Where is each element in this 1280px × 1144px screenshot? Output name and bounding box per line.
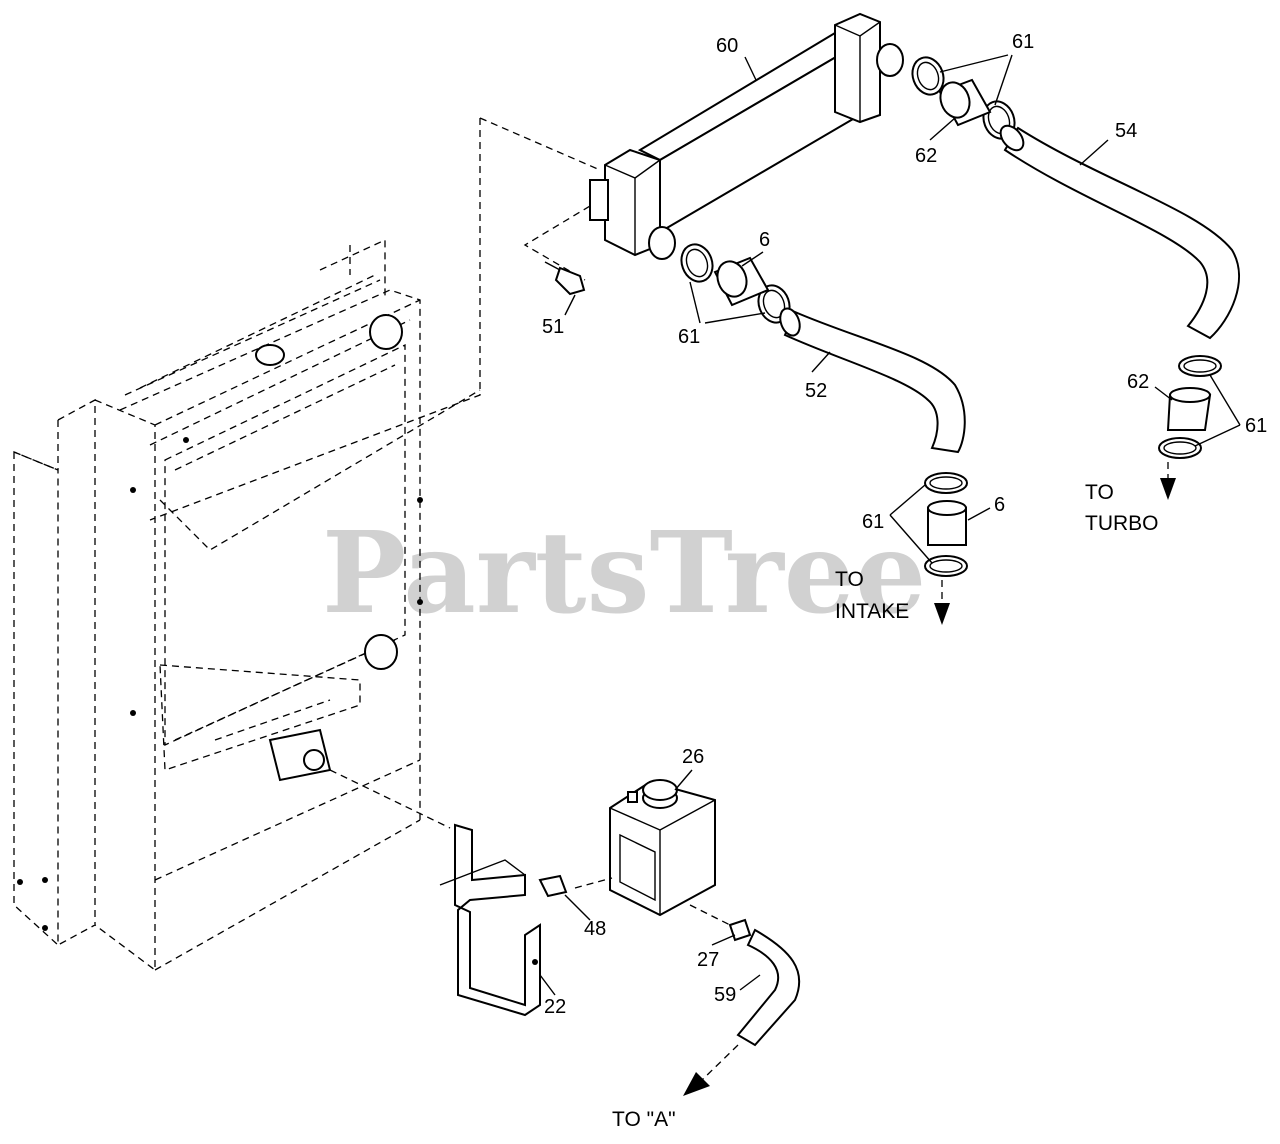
callout-27: 27 — [697, 949, 719, 971]
flow-arrows — [683, 462, 1176, 1096]
leader-lines — [539, 54, 1241, 996]
callout-52: 52 — [805, 380, 827, 402]
callout-54: 54 — [1115, 120, 1137, 142]
coolant-reservoir — [609, 779, 716, 917]
hose-sleeves — [713, 78, 1212, 546]
callout-51: 51 — [542, 316, 564, 338]
callout-6: 6 — [994, 494, 1005, 516]
callout-61: 61 — [862, 511, 884, 533]
callout-60: 60 — [716, 35, 738, 57]
charge-air-cooler — [589, 12, 904, 260]
hoses — [736, 124, 1241, 1047]
callout-26: 26 — [682, 746, 704, 768]
callout-48: 48 — [584, 918, 606, 940]
callout-61: 61 — [1245, 415, 1267, 437]
radiator-assembly — [13, 117, 601, 972]
callout-61: 61 — [678, 326, 700, 348]
callout-59: 59 — [714, 984, 736, 1006]
to-turbo-line1: TO — [1085, 481, 1114, 504]
callout-6: 6 — [759, 229, 770, 251]
callout-62: 62 — [1127, 371, 1149, 393]
to-intake-line2: INTAKE — [835, 600, 909, 623]
to-a-label: TO "A" — [612, 1108, 676, 1131]
to-intake-line1: TO — [835, 568, 864, 591]
callout-62: 62 — [915, 145, 937, 167]
to-turbo-line2: TURBO — [1085, 512, 1159, 535]
callout-22: 22 — [544, 996, 566, 1018]
watermark-text: PartsTree — [322, 508, 926, 639]
hose-clamps — [680, 56, 1222, 577]
callout-61: 61 — [1012, 31, 1034, 53]
mounting-bracket — [439, 823, 752, 1017]
bolt-51 — [544, 261, 586, 296]
